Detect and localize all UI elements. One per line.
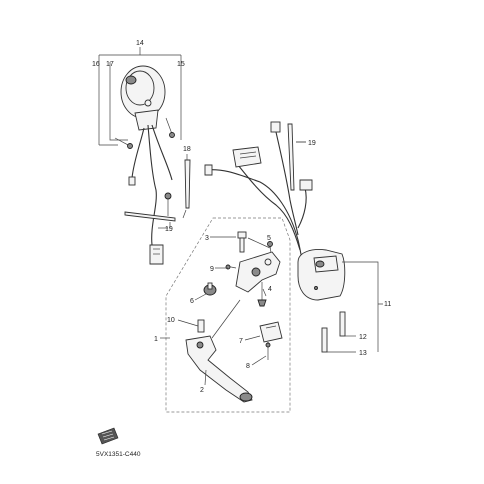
diagram-code: 5VX1351-C440 [96,451,141,458]
callout-8: 8 [246,363,250,370]
callout-13: 13 [359,350,367,357]
callout-9: 9 [210,266,214,273]
callout-17: 17 [106,61,114,68]
callout-2: 2 [200,387,204,394]
callout-6: 6 [190,298,194,305]
cable-tie-19-lower [124,192,176,228]
lever-holder [225,251,281,293]
callout-19-lower: 19 [165,226,173,233]
callout-14: 14 [136,40,144,47]
wire-harness [204,121,313,271]
left-switch-assembly [98,47,182,265]
callout-5: 5 [267,235,271,242]
callout-3: 3 [205,235,209,242]
screw-4 [257,282,267,307]
clutch-lever-2 [185,299,253,403]
bracket-11 [342,261,383,352]
leader-lines [158,141,306,386]
callout-18: 18 [183,146,191,153]
callout-7: 7 [239,338,243,345]
callout-10: 10 [167,317,175,324]
catalog-logo-icon [97,427,119,445]
switch-7 [259,321,283,343]
nut-6 [203,282,217,296]
callout-19-upper: 19 [308,140,316,147]
callout-4: 4 [268,286,272,293]
callout-16: 16 [92,61,100,68]
callout-1: 1 [154,336,158,343]
right-switch-assembly [297,249,346,353]
callout-12: 12 [359,334,367,341]
callout-11: 11 [384,301,391,308]
cable-tie-18 [184,154,191,209]
bolt-10 [197,319,205,333]
bolt-3 [237,231,247,253]
screw-8 [265,342,271,360]
callout-15: 15 [177,61,185,68]
